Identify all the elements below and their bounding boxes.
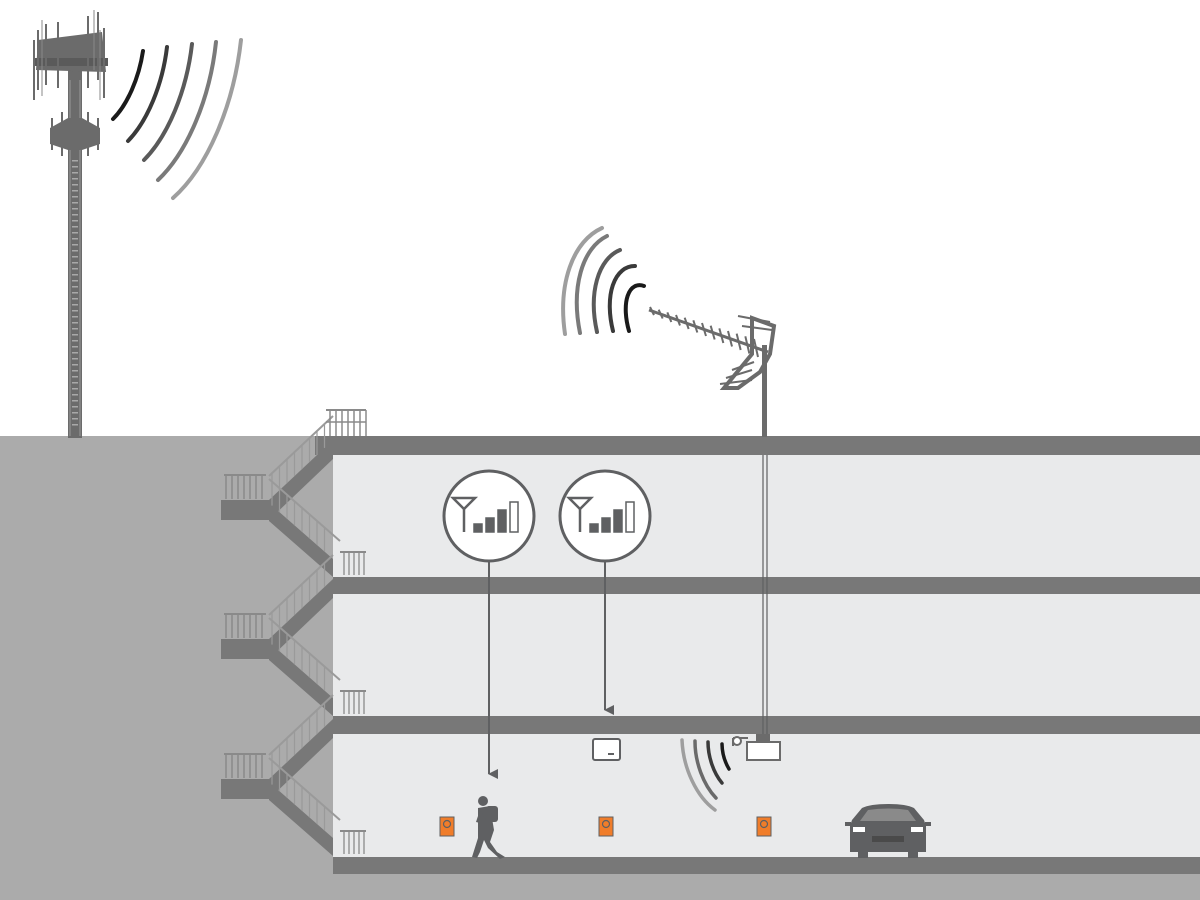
- floor-slab-3: [333, 857, 1200, 874]
- signal-bar: [485, 517, 495, 533]
- signal-meter-icon: [558, 469, 652, 715]
- person-with-phone-icon: [472, 796, 505, 859]
- signal-bar: [613, 509, 623, 533]
- tower-signal-waves: [111, 38, 243, 200]
- wall-light-icon: [598, 816, 614, 837]
- booster-signal-waves: [680, 738, 731, 812]
- cell-tower-icon: [33, 10, 108, 438]
- signal-bar: [473, 523, 483, 533]
- stair-flight: [221, 694, 366, 856]
- roof-railing: [326, 409, 367, 436]
- stair-flight: [221, 415, 366, 577]
- wall-light-icon: [439, 816, 455, 837]
- wall-light-icon: [756, 816, 772, 837]
- indoor-antenna-icon: [592, 738, 621, 761]
- exterior-stairs: [221, 409, 367, 856]
- booster-unit-icon: [732, 734, 781, 761]
- signal-bar: [497, 509, 507, 533]
- yagi-antenna-icon: [648, 306, 777, 437]
- stair-flight: [221, 554, 366, 716]
- signal-bar: [589, 523, 599, 533]
- signal-meters: [442, 469, 652, 779]
- coax-cable: [762, 455, 768, 742]
- signal-bar: [509, 501, 519, 533]
- roof-slab: [315, 436, 1200, 455]
- signal-bar: [625, 501, 635, 533]
- wall-lights: [439, 816, 772, 837]
- signal-bar: [601, 517, 611, 533]
- signal-meter-icon: [442, 469, 536, 779]
- yagi-signal-waves: [561, 226, 646, 336]
- car-icon: [845, 804, 931, 858]
